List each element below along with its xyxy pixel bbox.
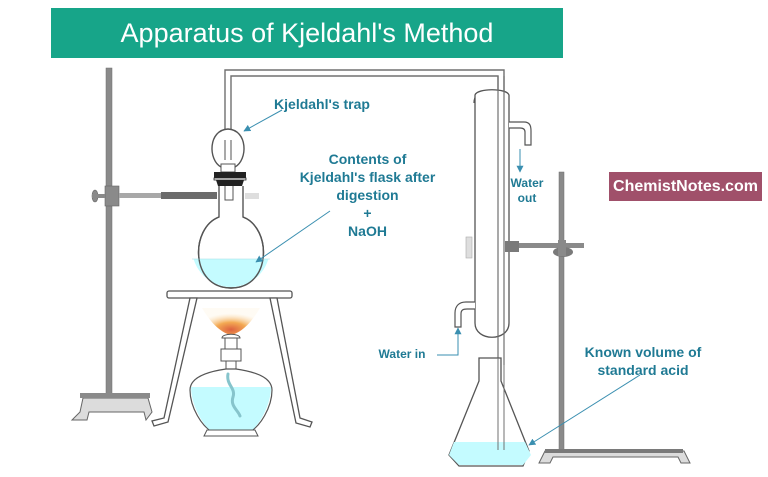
- tripod-stand: [151, 290, 313, 428]
- acid-line-1: Known volume of: [584, 344, 702, 360]
- watermark-badge: ChemistNotes.com: [609, 172, 762, 201]
- retort-stand-right: [505, 171, 691, 464]
- water-in-text: Water in: [378, 347, 426, 361]
- page-title: Apparatus of Kjeldahl's Method: [120, 17, 494, 48]
- water-in-label: Water in: [370, 347, 434, 362]
- label-arrows: [243, 109, 641, 446]
- trap-label: Kjeldahl's trap: [262, 95, 382, 113]
- water-out-line-1: Water: [510, 176, 544, 190]
- trap-label-text: Kjeldahl's trap: [274, 96, 370, 112]
- conical-flask: [448, 357, 531, 467]
- contents-plus: +: [363, 205, 372, 221]
- retort-stand-left: [70, 67, 217, 422]
- acid-line-2: standard acid: [597, 362, 689, 378]
- water-out-line-2: out: [517, 191, 537, 205]
- contents-line-1: Contents of: [328, 151, 407, 167]
- standard-acid-label: Known volume of standard acid: [573, 343, 713, 379]
- contents-line-2: Kjeldahl's flask after: [299, 169, 436, 185]
- spirit-lamp: [189, 308, 273, 437]
- contents-line-4: NaOH: [348, 223, 387, 239]
- kjeldahl-trap: [211, 128, 247, 186]
- title-banner: Apparatus of Kjeldahl's Method: [51, 8, 563, 58]
- flask-contents-label: Contents of Kjeldahl's flask after diges…: [280, 150, 455, 240]
- watermark-text: ChemistNotes.com: [613, 177, 758, 195]
- contents-line-3: digestion: [336, 187, 399, 203]
- water-out-label: Water out: [505, 176, 549, 206]
- liebig-condenser: [454, 76, 532, 365]
- kjeldahl-flask: [192, 186, 270, 289]
